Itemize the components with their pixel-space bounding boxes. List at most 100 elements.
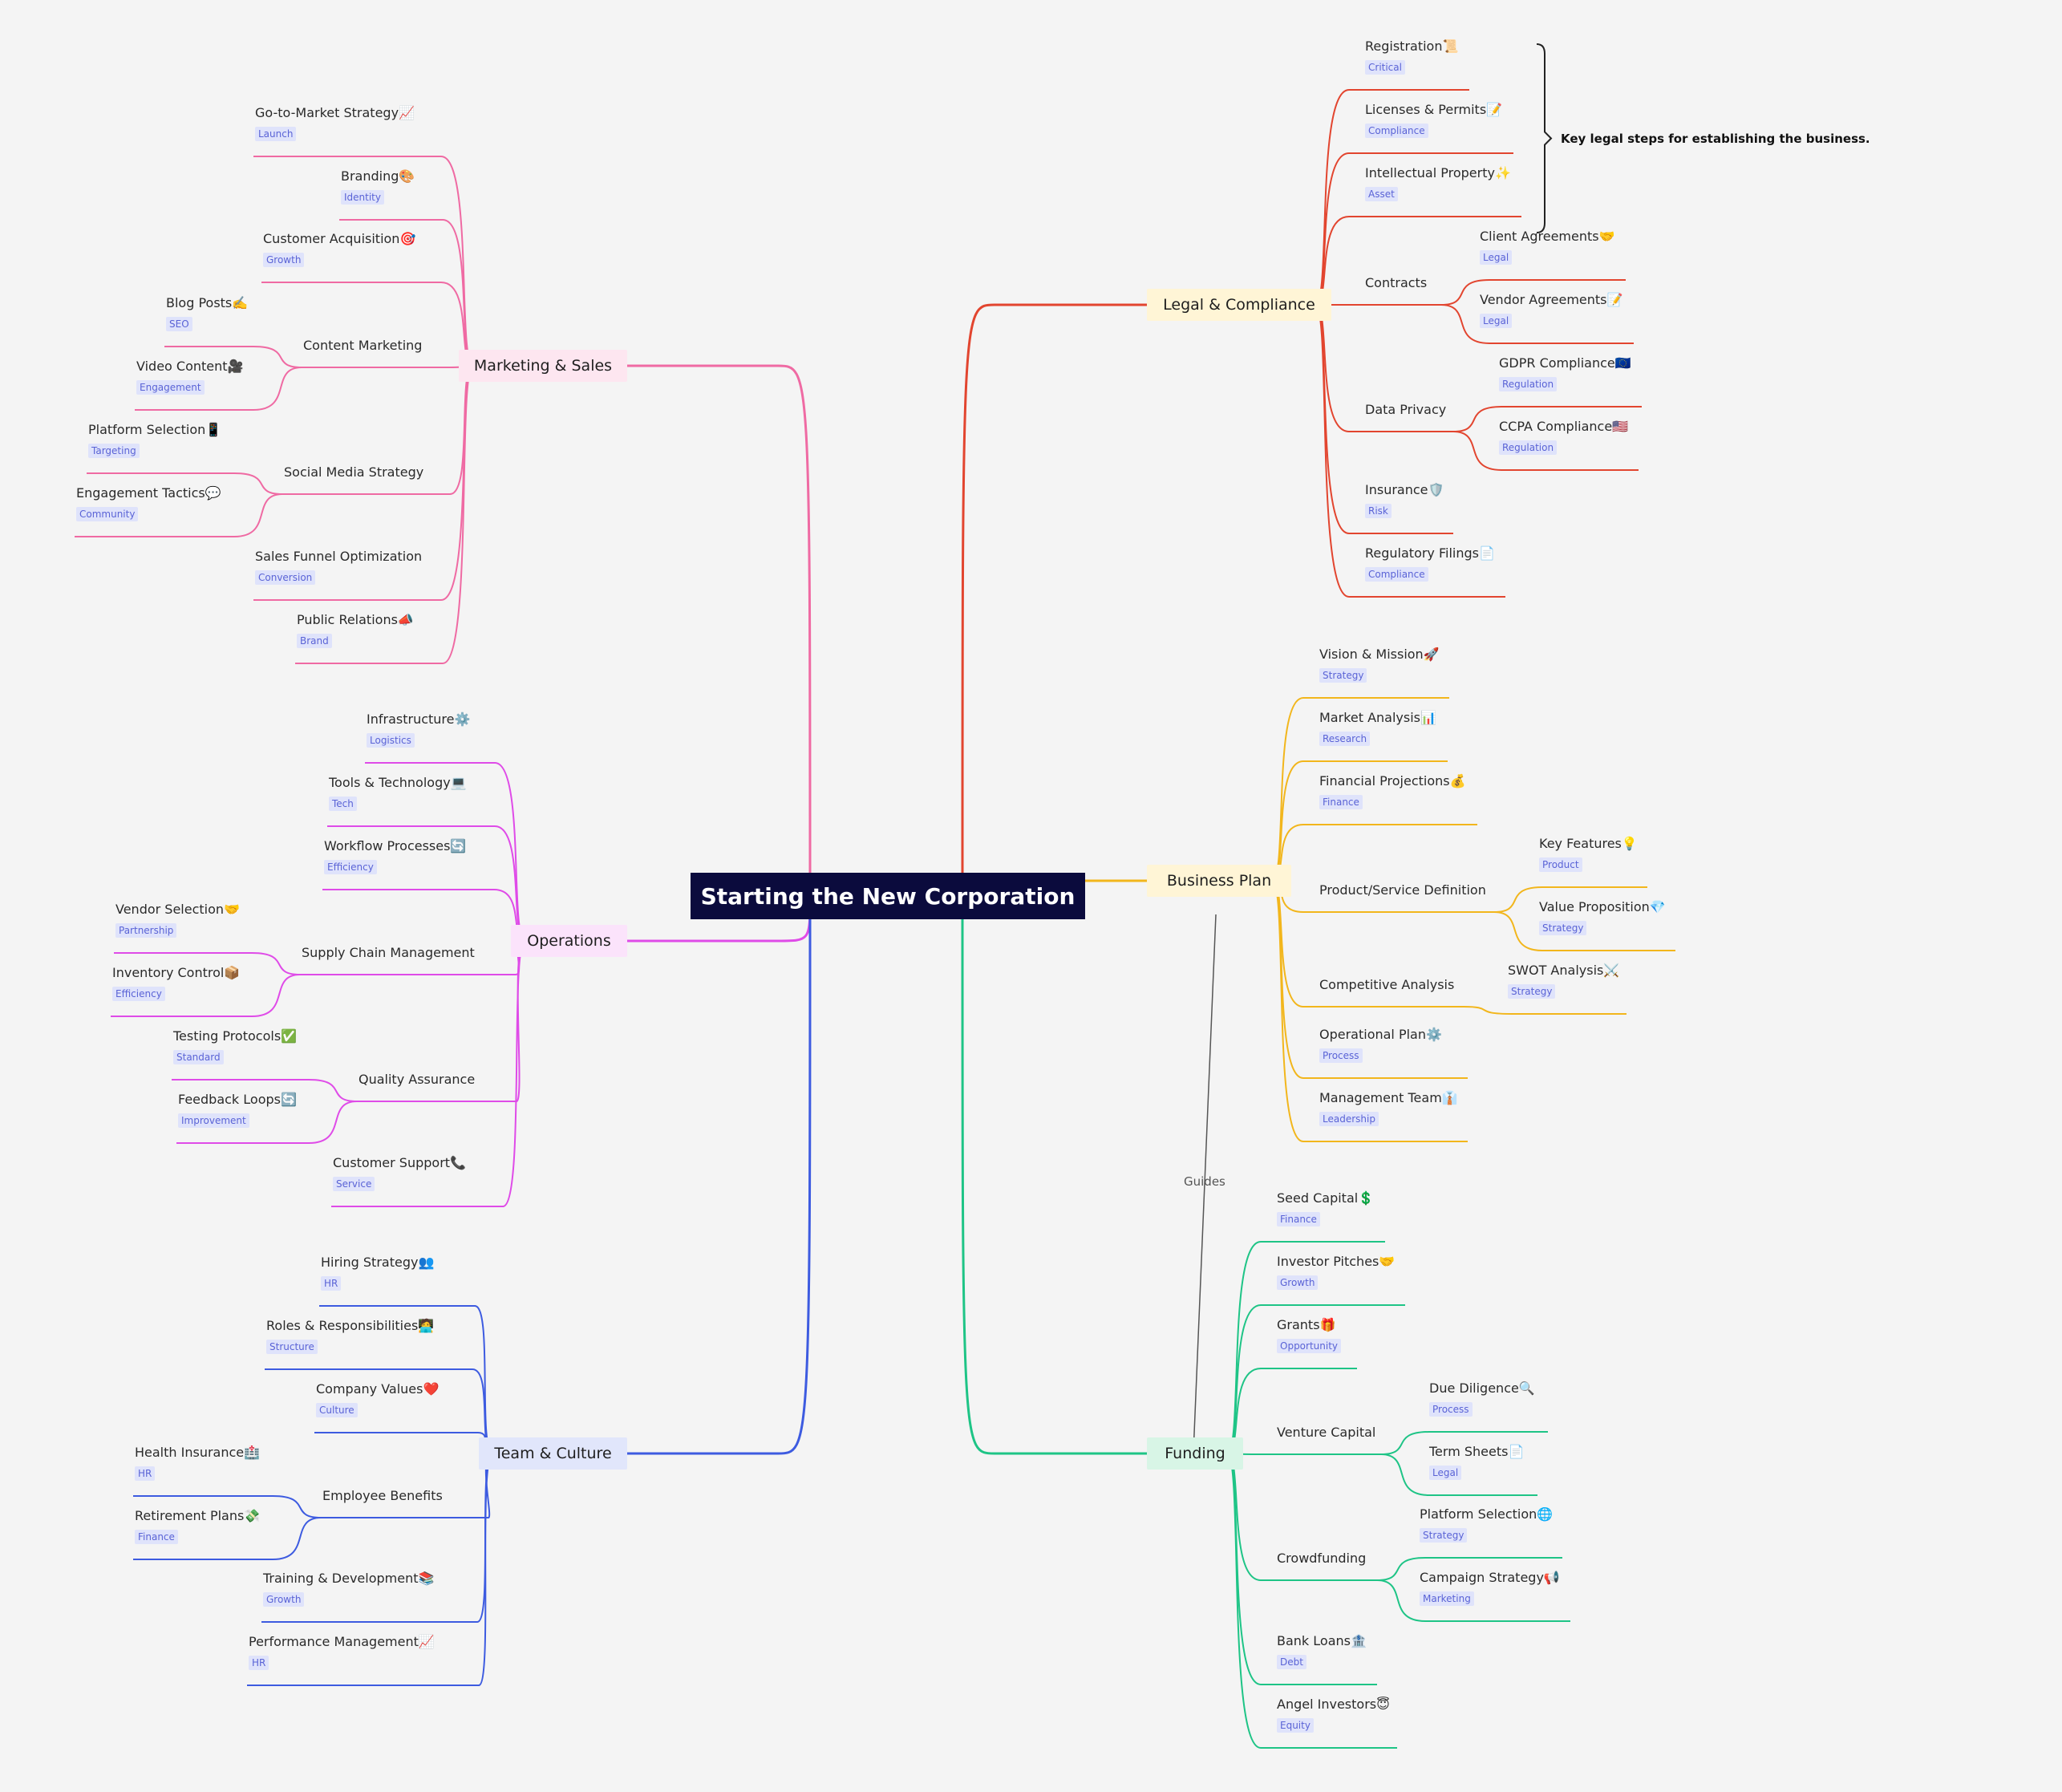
topic-node[interactable]: Contracts	[1365, 275, 1427, 291]
topic-node[interactable]: Financial Projections💰Finance	[1319, 773, 1466, 809]
topic-node[interactable]: Social Media Strategy	[284, 464, 423, 480]
topic-node[interactable]: Customer Acquisition🎯Growth	[263, 231, 415, 267]
topic-node[interactable]: Product/Service Definition	[1319, 882, 1486, 898]
topic-label: Engagement Tactics💬	[76, 485, 221, 501]
subtopic-node[interactable]: Term Sheets📄Legal	[1429, 1444, 1524, 1480]
topic-node[interactable]: Intellectual Property✨Asset	[1365, 165, 1511, 201]
branch-funding[interactable]: Funding	[1147, 1437, 1243, 1470]
topic-label: Retirement Plans💸	[135, 1508, 261, 1523]
topic-node[interactable]: Employee Benefits	[322, 1488, 443, 1504]
subtopic-node[interactable]: Inventory Control📦Efficiency	[112, 965, 240, 1001]
topic-tag: Logistics	[367, 733, 415, 748]
topic-node[interactable]: Licenses & Permits📝Compliance	[1365, 102, 1502, 138]
topic-label: Vendor Selection🤝	[115, 902, 240, 917]
subchild-link	[114, 952, 301, 975]
topic-node[interactable]: Operational Plan⚙️Process	[1319, 1027, 1442, 1063]
subchild-link	[135, 367, 302, 411]
topic-label: Go-to-Market Strategy📈	[255, 105, 415, 120]
topic-label: Feedback Loops🔄	[178, 1092, 297, 1107]
subtopic-node[interactable]: Health Insurance🏥HR	[135, 1445, 260, 1481]
subchild-link	[1376, 1579, 1570, 1622]
topic-tag: Opportunity	[1277, 1339, 1342, 1353]
subtopic-node[interactable]: Key Features💡Product	[1539, 836, 1638, 872]
branch-business[interactable]: Business Plan	[1147, 865, 1291, 897]
topic-node[interactable]: Vision & Mission🚀Strategy	[1319, 647, 1440, 683]
subtopic-node[interactable]: Vendor Selection🤝Partnership	[115, 902, 240, 938]
topic-tag: Conversion	[255, 570, 316, 585]
subchild-link	[1493, 911, 1675, 951]
topic-node[interactable]: Data Privacy	[1365, 402, 1446, 418]
topic-node[interactable]: Infrastructure⚙️Logistics	[367, 712, 470, 748]
topic-node[interactable]: Bank Loans🏦Debt	[1277, 1633, 1367, 1669]
subtopic-node[interactable]: GDPR Compliance🇪🇺Regulation	[1499, 355, 1631, 391]
topic-tag: Growth	[1277, 1275, 1319, 1290]
topic-node[interactable]: Insurance🛡️Risk	[1365, 482, 1444, 518]
topic-tag: Critical	[1365, 60, 1405, 75]
subtopic-node[interactable]: Retirement Plans💸Finance	[135, 1508, 260, 1544]
topic-label: Sales Funnel Optimization	[255, 549, 423, 564]
subtopic-node[interactable]: SWOT Analysis⚔️Strategy	[1508, 963, 1619, 999]
subtopic-node[interactable]: Campaign Strategy📢Marketing	[1420, 1570, 1560, 1606]
subchild-link	[133, 1517, 322, 1560]
subchild-link	[1452, 406, 1642, 432]
subtopic-node[interactable]: Video Content🎥Engagement	[136, 359, 243, 395]
subtopic-node[interactable]: Blog Posts✍️SEO	[166, 295, 248, 331]
topic-node[interactable]: Registration📜 Critical	[1365, 39, 1458, 75]
topic-label: Tools & Technology💻	[329, 775, 467, 790]
topic-tag: Process	[1319, 1048, 1363, 1063]
topic-node[interactable]: Customer Support📞Service	[333, 1155, 466, 1191]
subtopic-node[interactable]: Due Diligence🔍Process	[1429, 1380, 1535, 1417]
topic-node[interactable]: Regulatory Filings📄Compliance	[1365, 545, 1495, 582]
subtopic-node[interactable]: Feedback Loops🔄Improvement	[178, 1092, 297, 1128]
topic-node[interactable]: Go-to-Market Strategy📈Launch	[255, 105, 415, 141]
topic-label: Registration📜	[1365, 39, 1459, 54]
topic-node[interactable]: Investor Pitches🤝Growth	[1277, 1254, 1395, 1290]
central-topic[interactable]: Starting the New Corporation	[691, 873, 1085, 919]
subtopic-node[interactable]: Client Agreements🤝Legal	[1480, 229, 1615, 265]
topic-label: Quality Assurance	[359, 1072, 476, 1087]
root-link-funding	[961, 896, 1147, 1455]
topic-node[interactable]: Content Marketing	[303, 338, 422, 354]
topic-node[interactable]: Workflow Processes🔄Efficiency	[324, 838, 466, 874]
topic-label: Health Insurance🏥	[135, 1445, 261, 1460]
branch-legal[interactable]: Legal & Compliance	[1147, 289, 1331, 321]
topic-node[interactable]: Supply Chain Management	[302, 945, 475, 961]
topic-node[interactable]: Angel Investors😇Equity	[1277, 1697, 1390, 1733]
subtopic-node[interactable]: Vendor Agreements📝Legal	[1480, 292, 1622, 328]
subtopic-node[interactable]: Platform Selection🌐Strategy	[1420, 1506, 1553, 1543]
topic-node[interactable]: Quality Assurance	[359, 1072, 475, 1088]
topic-node[interactable]: Training & Development📚Growth	[263, 1571, 434, 1607]
topic-node[interactable]: Seed Capital💲Finance	[1277, 1190, 1374, 1226]
topic-tag: Efficiency	[324, 860, 377, 874]
branch-team[interactable]: Team & Culture	[479, 1437, 627, 1470]
topic-node[interactable]: Grants🎁Opportunity	[1277, 1317, 1342, 1353]
topic-node[interactable]: Company Values❤️Culture	[316, 1381, 439, 1417]
topic-node[interactable]: Tools & Technology💻Tech	[329, 775, 467, 811]
topic-node[interactable]: Hiring Strategy👥HR	[321, 1255, 434, 1291]
subtopic-node[interactable]: Testing Protocols✅Standard	[173, 1028, 297, 1064]
summary-bracket	[1536, 43, 1553, 233]
topic-node[interactable]: Performance Management📈HR	[249, 1634, 435, 1670]
topic-node[interactable]: Venture Capital	[1277, 1425, 1375, 1441]
subchild-link	[1380, 1453, 1537, 1496]
topic-node[interactable]: Crowdfunding	[1277, 1551, 1366, 1567]
topic-tag: Risk	[1365, 504, 1392, 518]
topic-node[interactable]: Public Relations📣Brand	[297, 612, 414, 648]
topic-node[interactable]: Branding🎨Identity	[341, 168, 415, 205]
subtopic-node[interactable]: Platform Selection📱Targeting	[88, 422, 221, 458]
subtopic-node[interactable]: CCPA Compliance🇺🇸Regulation	[1499, 419, 1628, 455]
topic-label: GDPR Compliance🇪🇺	[1499, 355, 1631, 371]
branch-operations[interactable]: Operations	[511, 925, 627, 957]
summary-callout: Key legal steps for establishing the bus…	[1561, 132, 1870, 146]
topic-node[interactable]: Management Team👔Leadership	[1319, 1090, 1458, 1126]
topic-label: Supply Chain Management	[302, 945, 475, 960]
topic-node[interactable]: Roles & Responsibilities🧑‍💻Structure	[266, 1318, 434, 1354]
subtopic-node[interactable]: Value Proposition💎Strategy	[1539, 899, 1666, 935]
branch-marketing[interactable]: Marketing & Sales	[459, 350, 627, 382]
topic-label: Training & Development📚	[263, 1571, 435, 1586]
subtopic-node[interactable]: Engagement Tactics💬Community	[76, 485, 221, 521]
subchild-link	[164, 346, 302, 368]
topic-node[interactable]: Market Analysis📊Research	[1319, 710, 1436, 746]
topic-node[interactable]: Competitive Analysis	[1319, 977, 1454, 993]
